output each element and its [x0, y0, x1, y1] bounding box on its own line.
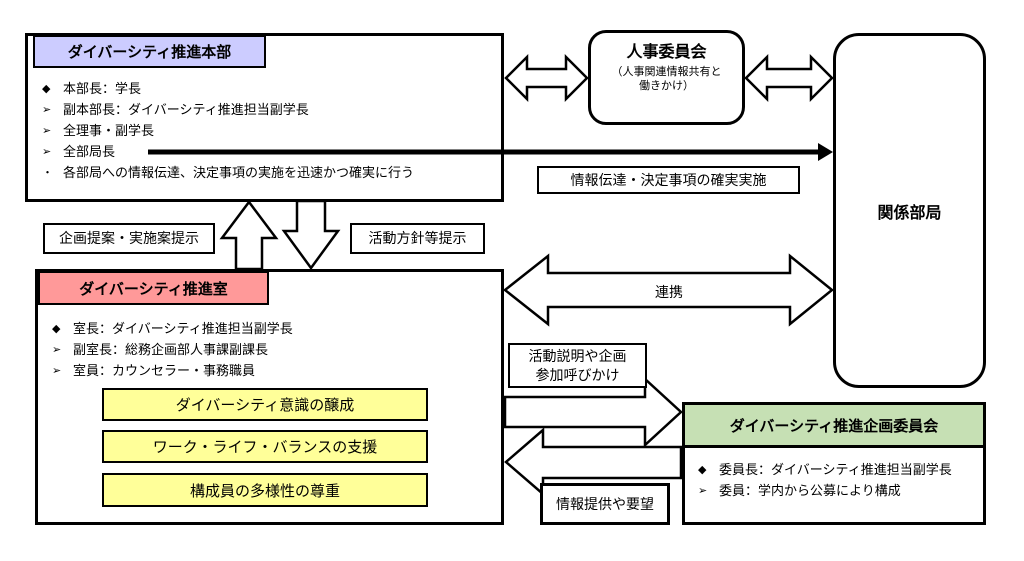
- activity-call-label: 活動説明や企画 参加呼びかけ: [508, 343, 647, 388]
- arrowhead-bullet-icon: ➢: [52, 365, 62, 377]
- promotion-office-title: ダイバーシティ推進室: [79, 280, 228, 298]
- related-departments-title: 関係部局: [877, 204, 942, 222]
- list-item: ➢ 副室長：総務企画部人事課副課長: [52, 343, 492, 357]
- promotion-office-list: ◆ 室長：ダイバーシティ推進担当副学長 ➢ 副室長：総務企画部人事課副課長 ➢ …: [52, 322, 492, 378]
- hq-personnel-double-arrow: [504, 53, 589, 103]
- hq-to-office-down-arrow: [281, 199, 341, 271]
- headquarters-title: ダイバーシティ推進本部: [67, 44, 232, 61]
- diamond-bullet-icon: ◆: [42, 83, 51, 95]
- info-transmission-arrow-head: [818, 143, 833, 161]
- activity-box-worklife: ワーク・ライフ・バランスの支援: [102, 430, 428, 463]
- list-item: ➢ 副本部長：ダイバーシティ推進担当副学長: [42, 103, 494, 117]
- promotion-office-header: ダイバーシティ推進室: [38, 271, 269, 305]
- list-item: ◆ 委員長：ダイバーシティ推進担当副学長: [698, 463, 978, 477]
- list-item-text: 委員長：ダイバーシティ推進担当副学長: [719, 462, 952, 477]
- list-item-text: 委員：学内から公募により構成: [719, 483, 901, 498]
- list-item: ➢ 全理事・副学長: [42, 124, 494, 138]
- personnel-depts-double-arrow: [744, 53, 834, 103]
- info-request-label: 情報提供や要望: [540, 483, 670, 525]
- list-item-text: 室長：ダイバーシティ推進担当副学長: [73, 321, 293, 336]
- arrowhead-bullet-icon: ➢: [52, 344, 62, 356]
- office-to-committee-arrow: [503, 376, 683, 448]
- list-item-text: 全部局長: [63, 144, 116, 159]
- list-item: ➢ 委員：学内から公募により構成: [698, 484, 978, 498]
- diamond-bullet-icon: ◆: [52, 323, 61, 335]
- planning-committee-title: ダイバーシティ推進企画委員会: [729, 417, 939, 435]
- proposal-label: 企画提案・実施案提示: [43, 223, 215, 254]
- activity-box-awareness: ダイバーシティ意識の醸成: [102, 388, 428, 421]
- list-item-text: 各部局への情報伝達、決定事項の実施を迅速かつ確実に行う: [63, 165, 415, 180]
- list-item-text: 副本部長：ダイバーシティ推進担当副学長: [63, 102, 309, 117]
- arrowhead-bullet-icon: ➢: [42, 125, 52, 137]
- office-to-hq-up-arrow: [219, 199, 279, 271]
- arrowhead-bullet-icon: ➢: [42, 104, 52, 116]
- list-item: ◆ 本部長：学長: [42, 82, 494, 96]
- personnel-committee-title: 人事委員会: [626, 44, 707, 61]
- cooperation-label: 連携: [655, 284, 683, 300]
- arrowhead-bullet-icon: ➢: [698, 485, 708, 497]
- planning-committee-header: ダイバーシティ推進企画委員会: [682, 402, 986, 448]
- arrowhead-bullet-icon: ➢: [42, 146, 52, 158]
- planning-committee-list: ◆ 委員長：ダイバーシティ推進担当副学長 ➢ 委員：学内から公募により構成: [698, 463, 978, 498]
- headquarters-header: ダイバーシティ推進本部: [33, 35, 266, 68]
- dot-bullet-icon: ・: [42, 167, 53, 179]
- info-transmission-label: 情報伝達・決定事項の確実実施: [537, 166, 800, 194]
- list-item-text: 室員：カウンセラー・事務職員: [73, 363, 256, 378]
- personnel-committee-box: 人事委員会 （人事関連情報共有と 働きかけ）: [588, 30, 745, 125]
- diamond-bullet-icon: ◆: [698, 464, 707, 476]
- list-item-text: 全理事・副学長: [63, 123, 155, 138]
- list-item: ➢ 全部局長: [42, 145, 494, 159]
- related-departments-box: 関係部局: [833, 33, 986, 388]
- list-item: ・ 各部局への情報伝達、決定事項の実施を迅速かつ確実に行う: [42, 166, 494, 180]
- activity-box-diversity-respect: 構成員の多様性の尊重: [102, 473, 428, 507]
- list-item-text: 本部長：学長: [63, 81, 142, 96]
- list-item: ◆ 室長：ダイバーシティ推進担当副学長: [52, 322, 492, 336]
- list-item: ➢ 室員：カウンセラー・事務職員: [52, 364, 492, 378]
- policy-label: 活動方針等提示: [350, 223, 485, 254]
- headquarters-list: ◆ 本部長：学長 ➢ 副本部長：ダイバーシティ推進担当副学長 ➢ 全理事・副学長…: [42, 82, 494, 180]
- personnel-committee-subtitle: （人事関連情報共有と 働きかけ）: [611, 66, 722, 92]
- list-item-text: 副室長：総務企画部人事課副課長: [73, 342, 269, 357]
